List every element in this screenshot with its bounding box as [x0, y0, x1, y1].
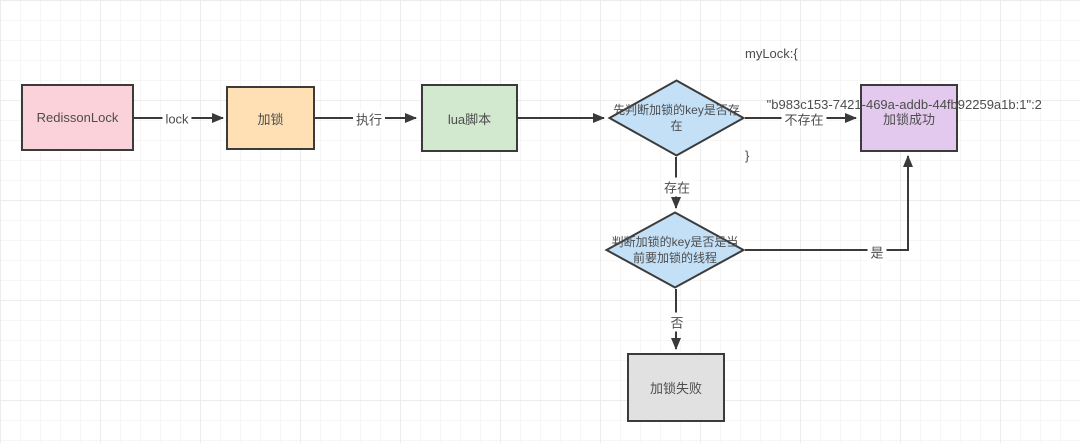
node-lua-script[interactable]: lua脚本: [421, 84, 518, 152]
node-redissonlock-label: RedissonLock: [36, 110, 119, 125]
node-lock-fail[interactable]: 加锁失败: [627, 353, 725, 422]
node-lock-success-label: 加锁成功: [882, 111, 935, 127]
node-lock-fail-label: 加锁失败: [649, 381, 702, 396]
edge-label-lock: lock: [162, 111, 192, 127]
diamond-shape: [607, 79, 746, 157]
node-check-key-thread[interactable]: 判断加锁的key是否是当前要加锁的线程: [604, 211, 746, 289]
edge-label-not-exists: 不存在: [781, 109, 827, 129]
node-check-key-exists[interactable]: 先判断加锁的key是否存在: [607, 79, 746, 157]
node-check-key-thread-label: 判断加锁的key是否是当前要加锁的线程: [611, 235, 739, 265]
node-lock[interactable]: 加锁: [226, 86, 315, 150]
edge-label-no: 否: [667, 312, 687, 332]
node-lua-script-label: lua脚本: [447, 111, 492, 127]
edge-label-yes: 是: [867, 242, 887, 262]
mylock-annotation-line3: }: [745, 148, 750, 163]
node-check-key-exists-label: 先判断加锁的key是否存在: [613, 103, 740, 133]
mylock-annotation-line1: myLock:{: [745, 46, 798, 61]
edge-yes-to-success[interactable]: [745, 155, 913, 251]
mylock-annotation: myLock:{ "b983c153-7421-469a-addb-44fb92…: [745, 11, 1042, 198]
node-redissonlock[interactable]: RedissonLock: [21, 84, 134, 151]
mylock-annotation-line2: "b983c153-7421-469a-addb-44fb92259a1b:1"…: [745, 97, 1042, 112]
node-lock-label: 加锁: [257, 111, 284, 127]
node-lock-success[interactable]: 加锁成功: [860, 84, 958, 152]
diamond-shape: [604, 211, 746, 289]
edge-label-execute: 执行: [352, 109, 386, 129]
edge-label-exists: 存在: [660, 177, 694, 197]
